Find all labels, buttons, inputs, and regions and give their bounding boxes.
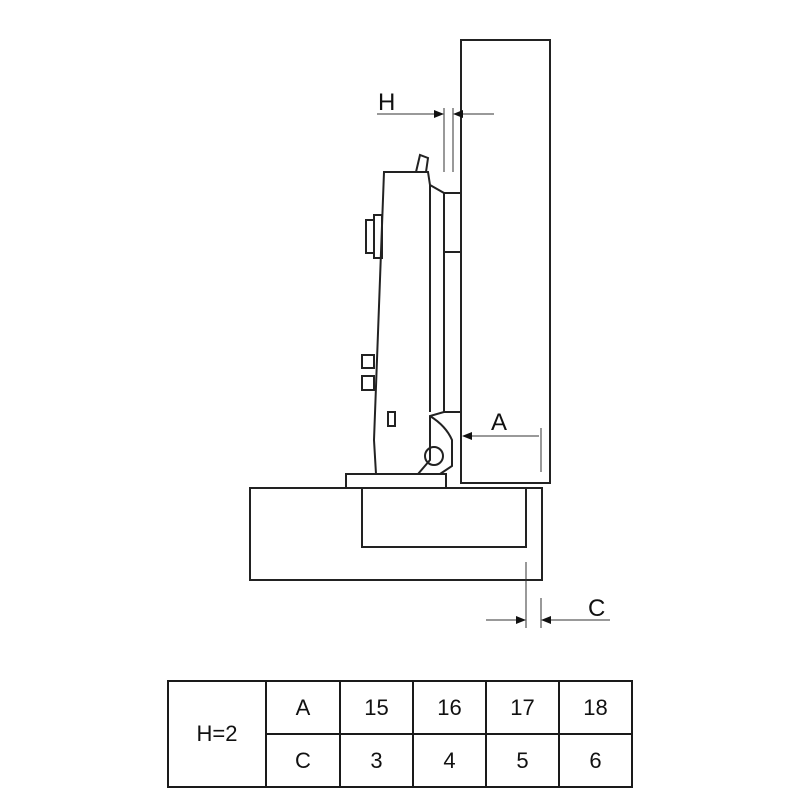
- value-cell: 3: [339, 733, 414, 788]
- table-row: H=2 A 15 16 17 18: [167, 680, 633, 788]
- dimension-h: [377, 108, 494, 172]
- condition-cell: H=2: [167, 680, 267, 788]
- dimension-a: [462, 428, 542, 472]
- dimension-a-label: A: [491, 409, 507, 436]
- hinge-arm: [361, 153, 462, 475]
- row-label-a: A: [265, 680, 341, 735]
- dimension-h-label: H: [378, 89, 395, 116]
- dimension-c: [486, 562, 610, 628]
- cabinet-panel: [249, 487, 543, 581]
- value-cell: 4: [412, 733, 487, 788]
- mounting-plate: [345, 473, 447, 489]
- hinge-cup: [361, 488, 527, 548]
- value-cell: 17: [485, 680, 560, 735]
- value-cell: 16: [412, 680, 487, 735]
- value-cell: 5: [485, 733, 560, 788]
- table-row: C 3 4 5 6: [168, 733, 633, 788]
- dimension-c-label: C: [588, 595, 605, 622]
- value-cell: 18: [558, 680, 633, 735]
- value-cell: 6: [558, 733, 633, 788]
- row-label-c: C: [265, 733, 341, 788]
- spec-table: H=2 A 15 16 17 18 C 3 4 5 6: [167, 680, 633, 788]
- value-cell: 15: [339, 680, 414, 735]
